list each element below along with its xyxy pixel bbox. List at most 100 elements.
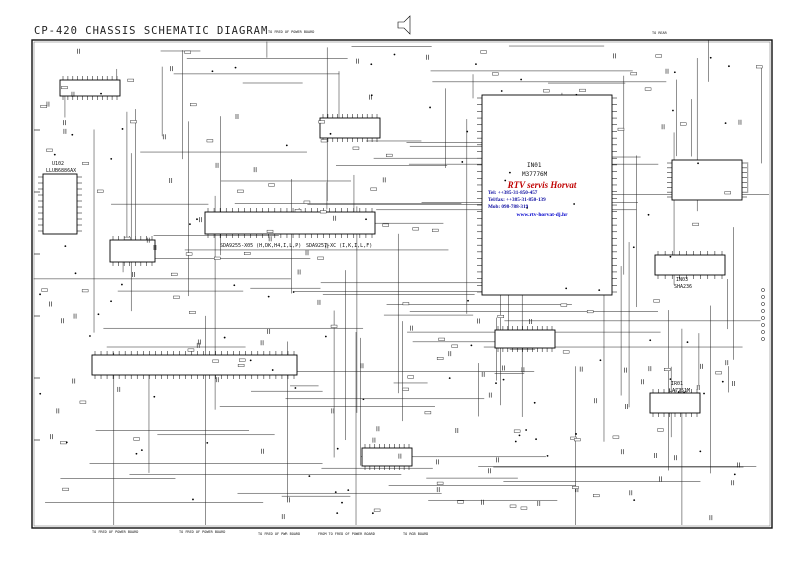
resistor-symbol [173, 295, 180, 299]
ic-sound-if [109, 239, 156, 263]
junction-dot [267, 295, 270, 298]
junction-dot [466, 130, 469, 133]
resistor-symbol [513, 429, 521, 433]
junction-dot [724, 122, 727, 125]
connector-label-bottom-5: TO RGB BOARD [403, 532, 429, 536]
junction-dot [633, 499, 636, 502]
resistor-symbol [572, 486, 579, 489]
junction-dot [502, 378, 505, 381]
resistor-symbol [509, 504, 517, 508]
junction-dot [341, 501, 343, 504]
junction-dot [334, 491, 337, 493]
resistor-symbol [60, 441, 67, 445]
junction-dot [233, 284, 236, 287]
resistor-symbol [46, 148, 53, 152]
junction-dot [370, 63, 373, 66]
ic-microcontroller [481, 94, 613, 296]
ic-tuner-if [59, 79, 121, 97]
resistor-symbol [386, 153, 393, 157]
junction-dot [533, 401, 536, 404]
resistor-symbol [612, 435, 620, 439]
junction-dot [683, 391, 685, 394]
junction-dot [500, 90, 503, 92]
junction-dot [329, 132, 332, 135]
junction-dot [721, 380, 724, 383]
connector-label-bottom-4: FROM TO FRED OF POWER BOARD [318, 532, 375, 536]
resistor-symbol [617, 127, 625, 131]
junction-dot [526, 206, 529, 209]
junction-dot [699, 450, 702, 453]
resistor-symbol [560, 303, 568, 307]
resistor-symbol [432, 228, 439, 232]
ic-video-processor [204, 211, 376, 235]
junction-dot [535, 438, 537, 441]
junction-dot [514, 440, 517, 443]
junction-dot [475, 63, 477, 65]
ic-deflection [494, 329, 556, 349]
resistor-symbol [303, 200, 311, 204]
connector-pin [761, 309, 765, 313]
junction-dot [140, 449, 143, 452]
resistor-symbol [206, 139, 214, 143]
connector-label-bottom-2: TO FRED OF POWER BOARD [179, 530, 226, 534]
resistor-symbol [82, 161, 89, 165]
junction-dot [370, 94, 373, 97]
ic-audio-processor [91, 354, 298, 376]
junction-dot [362, 398, 365, 401]
connector-pin [761, 316, 765, 320]
junction-dot [703, 392, 705, 395]
junction-dot [649, 339, 652, 342]
resistor-symbol [497, 315, 505, 318]
junction-dot [365, 218, 367, 221]
resistor-symbol [570, 436, 577, 440]
junction-dot [470, 344, 473, 347]
ic-power-amp [361, 447, 413, 467]
resistor-symbol [79, 400, 87, 404]
ic-tuner-module [671, 159, 743, 201]
resistor-symbol [239, 358, 246, 362]
junction-dot [121, 128, 124, 130]
sheet-border-inner [33, 41, 771, 527]
resistor-symbol [407, 375, 414, 379]
junction-dot [393, 53, 396, 56]
ic-ref-u02: IN03 [676, 277, 689, 283]
resistor-symbol [593, 494, 600, 498]
junction-dot [223, 336, 226, 339]
junction-dot [39, 392, 42, 395]
junction-dot [467, 299, 469, 302]
junction-dot [697, 162, 699, 165]
junction-dot [565, 287, 568, 290]
resistor-symbol [715, 371, 722, 375]
resistor-symbol [190, 103, 197, 107]
resistor-symbol [451, 344, 458, 348]
stamp-mob: Mob: 098-788-319 [488, 204, 529, 211]
resistor-symbol [237, 364, 245, 367]
junction-dot [546, 454, 549, 457]
ic-jungle [319, 117, 381, 139]
ic-part-ir01: LA7751M [669, 388, 691, 394]
connector-pin [761, 337, 765, 341]
service-stamp: RTV servis Horvat Tel: ++385-31-850-457 … [488, 180, 596, 218]
junction-dot [347, 489, 350, 492]
connector-label-top-1: TO FRED OF POWER BOARD [268, 30, 315, 34]
junction-dot [89, 335, 91, 337]
junction-dot [192, 498, 194, 501]
resistor-symbol [61, 86, 68, 90]
connector-label-bottom-1: TO FRED OF POWER BOARD [92, 530, 139, 534]
resistor-symbol [187, 348, 195, 352]
junction-dot [336, 447, 339, 450]
stamp-tel: Tel: ++385-31-850-457 [488, 190, 538, 196]
resistor-symbol [127, 78, 134, 82]
stamp-url: www.rtv-horvat-dj.hr [516, 211, 568, 218]
junction-dot [74, 272, 77, 275]
ic-label-video-2: SDA9257-XC (I,K,I,L,F) [306, 243, 373, 249]
junction-dot [520, 78, 523, 81]
ic-ref-ir01: IR01 [671, 381, 684, 387]
resistor-symbol [266, 229, 274, 233]
junction-dot [673, 71, 676, 74]
junction-dot [371, 512, 374, 515]
resistor-symbol [520, 506, 528, 510]
resistor-symbol [579, 88, 586, 92]
sheet-border [31, 39, 773, 529]
